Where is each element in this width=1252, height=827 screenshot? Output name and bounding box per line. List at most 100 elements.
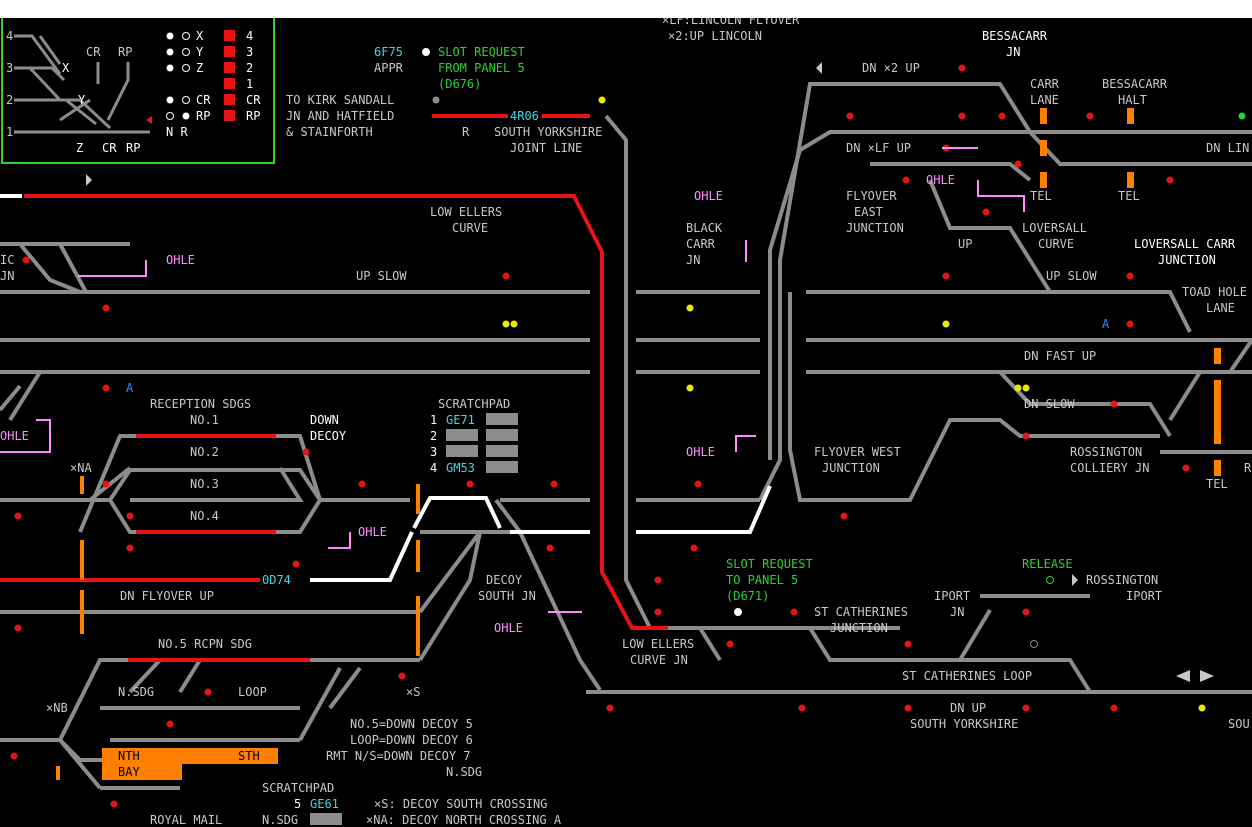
ohle-label-4[interactable]: OHLE [494,621,523,635]
slot-request-line1: SLOT REQUEST [438,45,525,59]
slot-request-line2: FROM PANEL 5 [438,61,525,75]
ohle-label-3[interactable]: OHLE [358,525,387,539]
ohle-label-2[interactable]: OHLE [0,429,29,443]
nb-marker: ×NB [46,701,68,715]
ohle-label-1[interactable]: OHLE [166,253,195,267]
scratchpad-2[interactable]: SCRATCHPAD 5 GE61 N.SDG [262,781,342,827]
bay-label: BAY [118,765,140,779]
legend-cr-bottom: CR [102,141,117,155]
iport-jn-line1: IPORT [934,589,970,603]
legend-row-3: 3 [6,61,13,75]
legend-row-1: 1 [6,125,13,139]
dn-xlf-up-label: DN ×LF UP [846,141,911,155]
toad-hole-line2: LANE [1206,301,1235,315]
headcode-6f75[interactable]: 6F75 [374,45,403,59]
slot-request-line3: (D676) [438,77,481,91]
scratchpad-row-3: 3 [430,445,437,459]
slot-request-d676[interactable]: 6F75 APPR SLOT REQUEST FROM PANEL 5 (D67… [374,45,525,91]
kirk-sandall-line3: & STAINFORTH [286,125,373,139]
loversall-curve-line2: CURVE [1038,237,1074,251]
dn-x2-up-label: DN ×2 UP [862,61,920,75]
down-decoy-line1: DOWN [310,413,339,427]
decoy-south-jn-line1: DECOY [486,573,523,587]
slot-request-d671-line3: (D671) [726,589,769,603]
kirk-sandall-line1: TO KIRK SANDALL [286,93,394,107]
legend-row-2: 2 [6,93,13,107]
ohle-label-7[interactable]: OHLE [926,173,955,187]
dn-slow-label: DN SLOW [1024,397,1075,411]
set-routes [0,114,668,662]
dn-fast-up-label: DN FAST UP [1024,349,1096,363]
up-slow-right-label: UP SLOW [1046,269,1097,283]
bessacarr-halt-line2: HALT [1118,93,1147,107]
iport-jn-line2: JN [950,605,964,619]
approach-locked-routes [0,194,772,582]
scratchpad2-ge61[interactable]: GE61 [310,797,339,811]
ic-jn-line1: IC [0,253,14,267]
legend-rp-label: RP [118,45,132,59]
signalling-panel[interactable]: 4 3 2 1 X Y CR RP Z CR RP N R X Y Z CR R… [0,18,1252,827]
legend-rp-bottom: RP [126,141,140,155]
reception-no3: NO.3 [190,477,219,491]
berth-0d74[interactable]: 0D74 [262,573,291,587]
black-carr-jn-line3: JN [686,253,700,267]
scratchpad-row-1: 1 [430,413,437,427]
south-yorkshire-joint-line2: JOINT LINE [510,141,582,155]
slot-request-indicator[interactable] [422,48,430,56]
dn-flyover-up-label: DN FLYOVER UP [120,589,214,603]
dn-up-label: DN UP [950,701,986,715]
sou-label: SOU [1228,717,1250,731]
scratchpad-1[interactable]: SCRATCHPAD 1 2 3 4 GE71 GM53 [430,397,518,475]
crossing-note-na: ×NA: DECOY NORTH CROSSING A [366,813,562,827]
ohle-label-6[interactable]: OHLE [686,445,715,459]
toad-hole-line1: TOAD HOLE [1182,285,1247,299]
royal-mail-label: ROYAL MAIL [150,813,222,827]
legend-x-label: X [62,61,70,75]
release-button[interactable]: RELEASE [1022,557,1073,571]
legend-sig-4: 4 [246,29,253,43]
slot-request-d671[interactable]: SLOT REQUEST TO PANEL 5 (D671) [726,557,813,603]
iport-label: IPORT [1126,589,1162,603]
aspect-indicators [432,96,1246,712]
legend-sig-rp: RP [246,109,260,123]
scratchpad-row-4: 4 [430,461,437,475]
bessacarr-halt-line1: BESSACARR [1102,77,1168,91]
legend-sig-1: 1 [246,77,253,91]
scratchpad-gm53[interactable]: GM53 [446,461,475,475]
legend-sig-3: 3 [246,45,253,59]
st-catherines-jn-line2: JUNCTION [830,621,888,635]
ohle-label-5[interactable]: OHLE [694,189,723,203]
berth-4r06[interactable]: 4R06 [510,109,539,123]
legend-y-label: Y [78,93,86,107]
legend-pts-cr: CR [196,93,211,107]
decoy-south-crossing-marker: ×S [406,685,420,699]
up-slow-label: UP SLOW [356,269,407,283]
scratchpad2-nsdg: N.SDG [262,813,298,827]
ohle-indicators[interactable]: OHLE OHLE OHLE OHLE OHLE OHLE OHLE [0,147,1025,635]
signals[interactable] [10,64,1190,808]
tel-carr-lane: TEL [1030,189,1052,203]
st-catherines-jn-line1: ST CATHERINES [814,605,908,619]
legend-points-indicators [166,32,190,120]
points-signals-legend: 4 3 2 1 X Y CR RP Z CR RP N R X Y Z CR R… [1,18,275,164]
note-nsdg: N.SDG [446,765,482,779]
r-edge-label: R [1244,461,1252,475]
reception-no2: NO.2 [190,445,219,459]
scratchpad2-empty-cell[interactable] [310,813,342,825]
legend-pts-rp: RP [196,109,210,123]
st-catherines-loop-label: ST CATHERINES LOOP [902,669,1032,683]
decoy-south-jn-line2: SOUTH JN [478,589,536,603]
legend-pts-z: Z [196,61,203,75]
bessacarr-jn-line2: JN [1006,45,1020,59]
legend-pts-x: X [196,29,204,43]
scratchpad-empty-cells[interactable] [446,413,518,473]
a-indicator-left: A [126,381,134,395]
loversall-curve-line1: LOVERSALL [1022,221,1087,235]
legend-signal-squares [224,30,235,121]
train-describer-berths[interactable]: 4R06 0D74 [260,108,542,588]
no5-rcpn-sdg-label: NO.5 RCPN SDG [158,637,252,651]
flyover-east-line1: FLYOVER [846,189,897,203]
scratchpad-ge71[interactable]: GE71 [446,413,475,427]
window-title-bar [0,0,1252,18]
note-loop: LOOP=DOWN DECOY 6 [350,733,473,747]
